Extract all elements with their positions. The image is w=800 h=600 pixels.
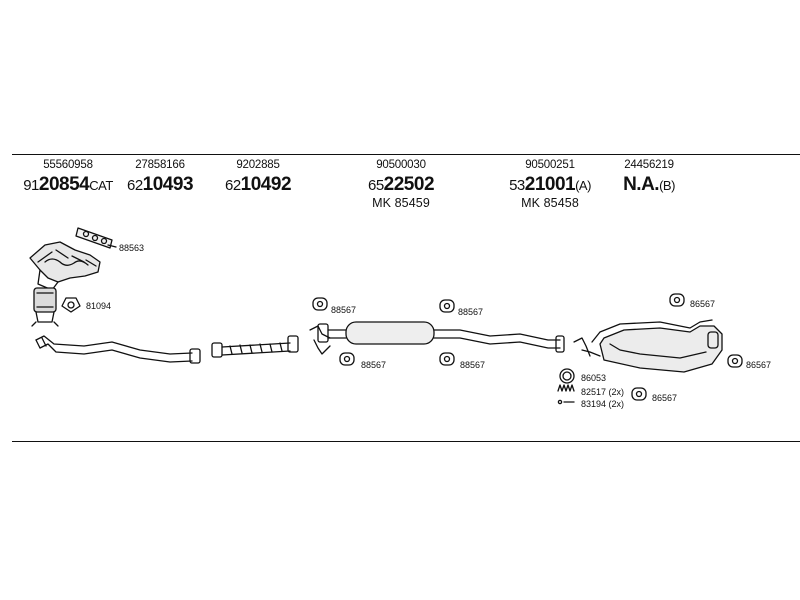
part-number-prefix: 91: [23, 176, 39, 194]
seal-ring-icon: [559, 368, 575, 384]
front-pipe-drawing: [35, 335, 201, 364]
part-number-main: 10492: [240, 173, 292, 195]
catalyst-gasket-drawing: [61, 297, 81, 313]
part-number-prefix: 62: [126, 176, 143, 194]
part-number-main: 21001: [524, 173, 576, 195]
middle-silencer-drawing: [309, 321, 565, 355]
rear-silencer-drawing: [573, 319, 723, 373]
hanger-label: 88567: [331, 305, 356, 315]
clamp-icon: [557, 384, 575, 392]
oe-number: 9202885: [236, 159, 280, 171]
ring-label: 86053: [581, 373, 606, 383]
intermediate-pipe-drawing: [211, 335, 299, 358]
hanger-label: 88567: [458, 307, 483, 317]
hanger-icon: [312, 297, 328, 311]
part-number: 6210493: [118, 175, 202, 194]
column-header-2: 27858166 6210493: [118, 159, 202, 194]
column-header-1: 55560958 9120854CAT: [18, 159, 118, 194]
hanger-icon: [439, 299, 455, 313]
top-rule: [12, 154, 800, 155]
column-header-6: 24456219 N.A.(B): [614, 159, 684, 194]
part-number-main: N.A.: [623, 173, 660, 195]
hanger-label: 86567: [652, 393, 677, 403]
hanger-label: 86567: [690, 299, 715, 309]
part-number-suffix: CAT: [89, 177, 113, 193]
part-number: 6522502: [356, 175, 446, 194]
catalyst-gasket-label: 81094: [86, 301, 111, 311]
part-number-main: 22502: [383, 173, 435, 195]
part-number: 5321001(A): [500, 175, 600, 194]
oe-number: 55560958: [43, 159, 93, 171]
hanger-label: 88567: [460, 360, 485, 370]
column-header-5: 90500251 5321001(A) MK 85458: [500, 159, 600, 210]
part-number-prefix: 62: [224, 176, 241, 194]
hanger-icon: [727, 354, 743, 368]
hanger-label: 88567: [361, 360, 386, 370]
manifold-gasket-drawing: [75, 227, 117, 249]
part-labels: 88563 81094 88567 88567 88567 88567 8656…: [86, 243, 771, 409]
mounting-kit: MK 85459: [372, 195, 430, 210]
column-header-4: 90500030 6522502 MK 85459: [356, 159, 446, 210]
hanger-icons: [312, 293, 743, 401]
hanger-icon: [631, 387, 647, 401]
part-number: 6210492: [216, 175, 300, 194]
bolt-icon: [557, 399, 575, 405]
mounting-kit: MK 85458: [521, 195, 579, 210]
hanger-icon: [439, 352, 455, 366]
part-number-prefix: 65: [367, 176, 384, 194]
part-number: 9120854CAT: [18, 175, 118, 194]
part-number-prefix: 53: [509, 176, 525, 194]
oe-number: 90500251: [525, 159, 575, 171]
part-number-main: 20854: [38, 173, 90, 195]
oe-number: 90500030: [376, 159, 426, 171]
manifold-catalyst-drawing: [29, 241, 101, 327]
part-number-suffix: (B): [659, 177, 675, 193]
oe-number: 27858166: [135, 159, 185, 171]
bottom-rule: [12, 441, 800, 442]
clamp-label: 82517 (2x): [581, 387, 624, 397]
oe-number: 24456219: [624, 159, 674, 171]
gasket-label: 88563: [119, 243, 144, 253]
hanger-icon: [339, 352, 355, 366]
hanger-label: 86567: [746, 360, 771, 370]
hanger-icon: [669, 293, 685, 307]
column-header-3: 9202885 6210492: [216, 159, 300, 194]
bolt-label: 83194 (2x): [581, 399, 624, 409]
part-number-suffix: (A): [575, 177, 591, 193]
part-number-main: 10493: [142, 173, 194, 195]
part-number: N.A.(B): [614, 175, 684, 194]
